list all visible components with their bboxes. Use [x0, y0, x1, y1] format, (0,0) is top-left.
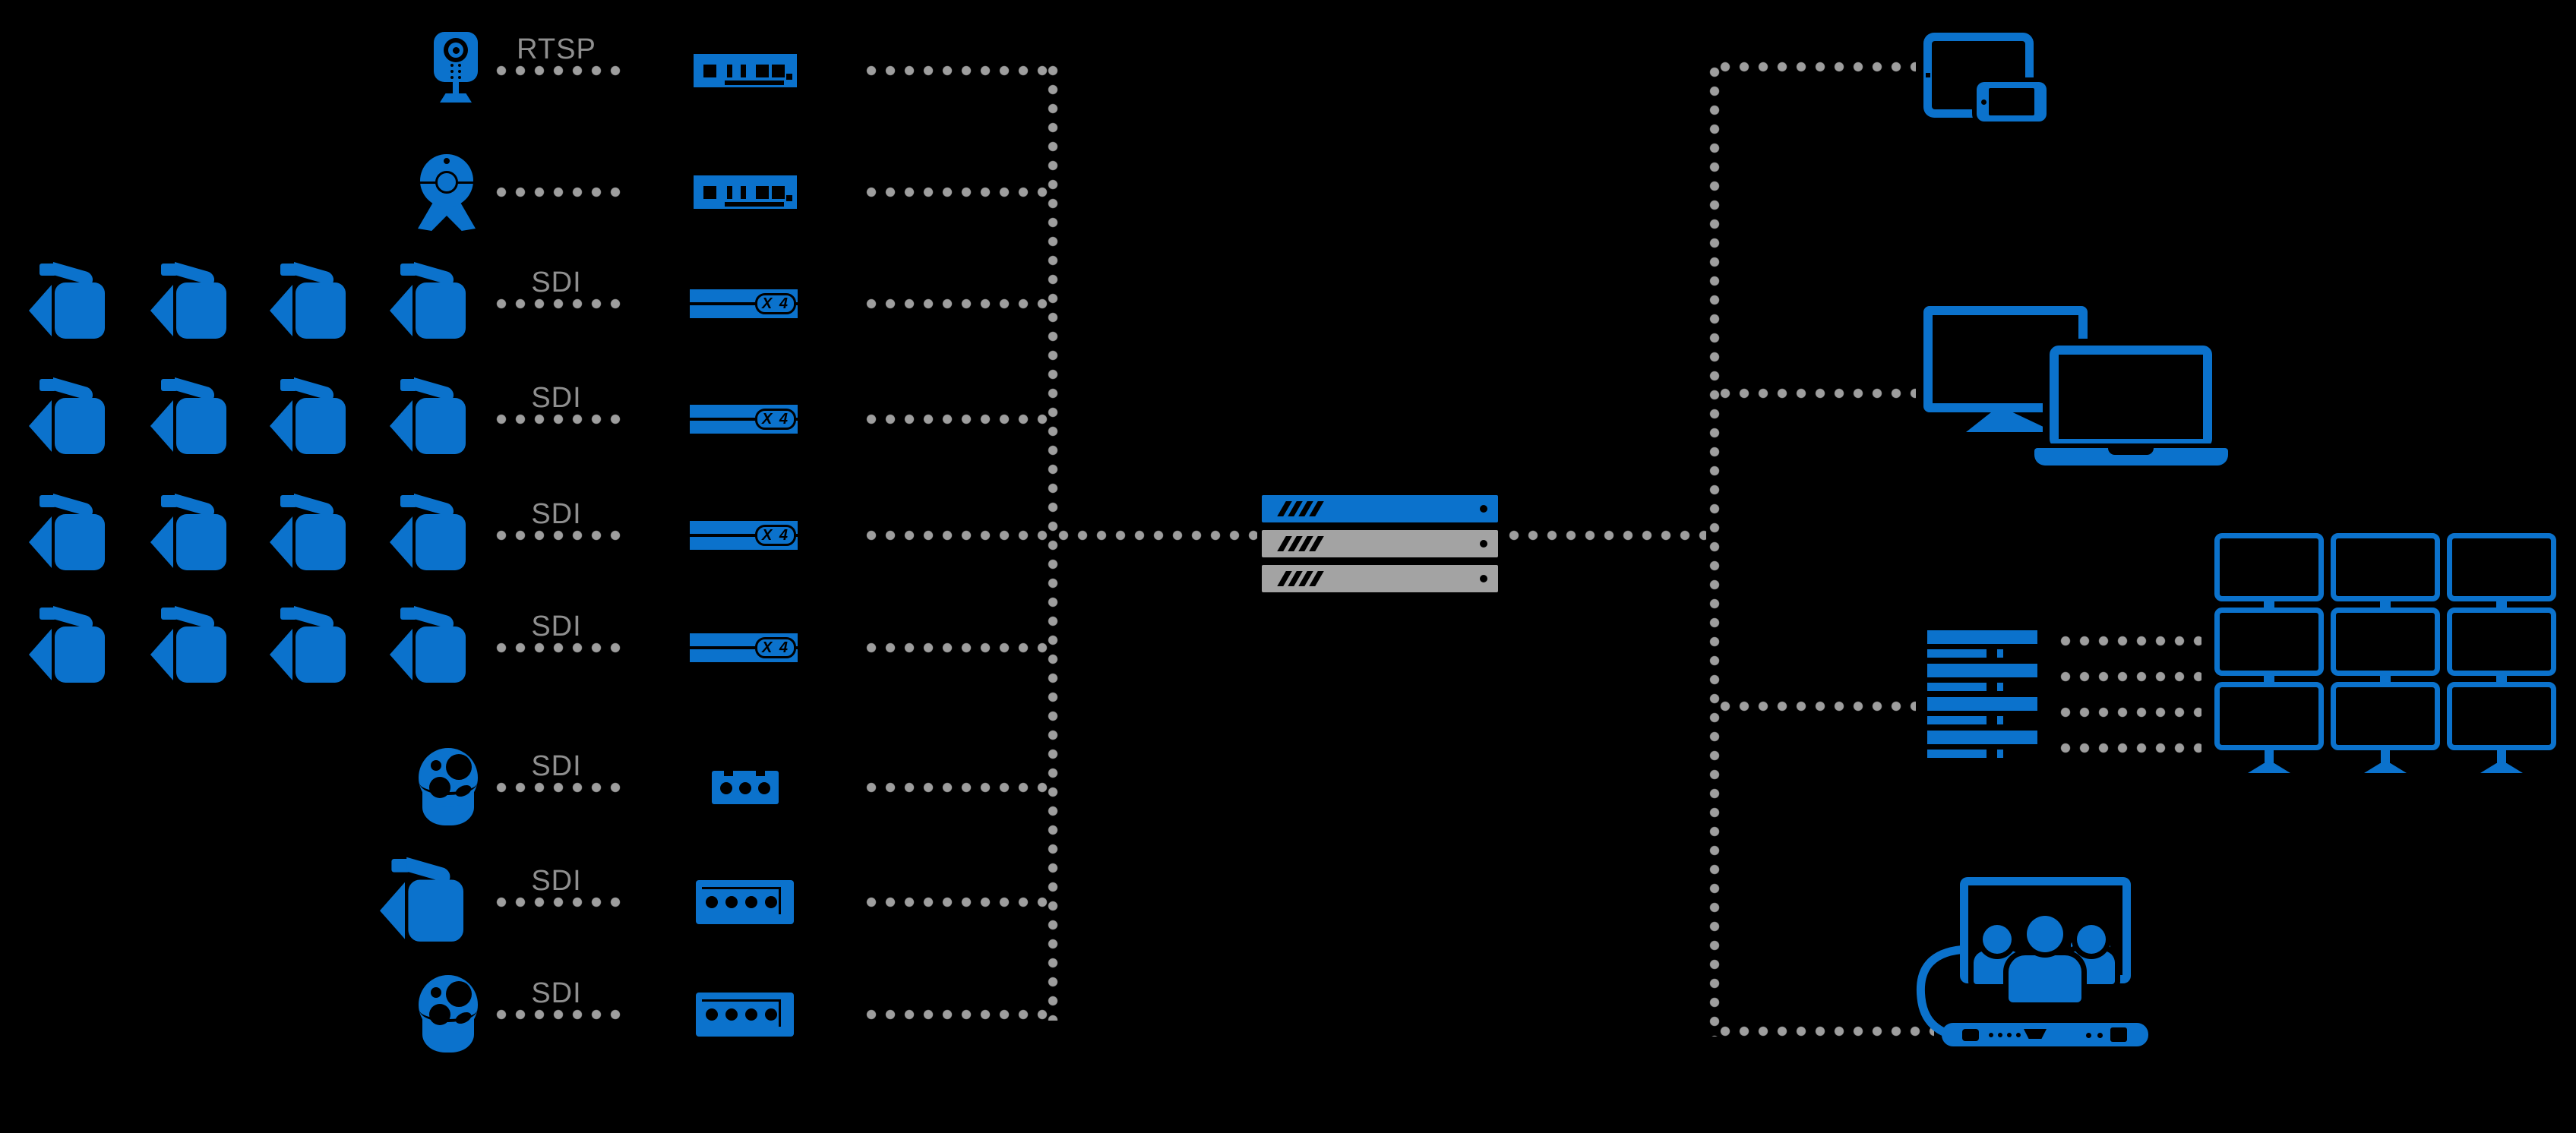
- protocol-label-sdi: SDI: [531, 865, 582, 897]
- branch-to-tablet-line: [1720, 62, 1916, 72]
- x4-badge: X 4: [755, 409, 796, 430]
- wall-screen: [2331, 533, 2440, 601]
- protocol-label-sdi: SDI: [531, 267, 582, 298]
- branch-to-decoder-line: [1720, 701, 1916, 712]
- branch-to-conference-line: [1720, 1026, 1934, 1037]
- left-bus-line: [1048, 65, 1058, 1021]
- wall-screen: [2214, 533, 2324, 601]
- dotted-connector: [496, 642, 621, 653]
- dotted-connector: [866, 1009, 1054, 1020]
- quad-encoder-icon: X 4: [690, 521, 798, 550]
- decoder-to-wall-line: [2060, 671, 2201, 682]
- video-camera-icon: [390, 262, 487, 341]
- monitor-stand: [1966, 412, 2050, 432]
- protocol-label-sdi: SDI: [531, 498, 582, 530]
- video-camera-icon: [270, 377, 367, 456]
- wall-screen: [2447, 608, 2556, 676]
- video-camera-icon: [29, 606, 126, 685]
- dotted-connector: [866, 187, 1054, 197]
- server-unit: [1262, 495, 1498, 522]
- dotted-connector: [866, 414, 1054, 424]
- video-camera-icon: [29, 377, 126, 456]
- video-camera-icon: [390, 606, 487, 685]
- dotted-connector: [866, 642, 1054, 653]
- video-camera-icon: [270, 606, 367, 685]
- dotted-connector: [866, 298, 1054, 309]
- ip-camera-icon: [434, 32, 478, 103]
- dotted-connector: [496, 897, 621, 907]
- video-camera-icon: [380, 857, 487, 944]
- decoder-to-wall-line: [2060, 743, 2201, 753]
- decoder-to-wall-line: [2060, 707, 2201, 718]
- video-camera-icon: [150, 377, 248, 456]
- wall-screen: [2331, 608, 2440, 676]
- protocol-label-sdi: SDI: [531, 750, 582, 782]
- protocol-label-sdi: SDI: [531, 382, 582, 414]
- laptop-base: [2034, 448, 2228, 466]
- dotted-connector: [496, 298, 621, 309]
- video-camera-icon: [29, 494, 126, 573]
- x4-badge: X 4: [755, 637, 796, 658]
- video-camera-icon: [390, 494, 487, 573]
- dotted-connector: [496, 1009, 621, 1020]
- wall-screen: [2331, 682, 2440, 750]
- wall-screen: [2214, 682, 2324, 750]
- wall-screen: [2447, 682, 2556, 750]
- video-camera-icon: [270, 494, 367, 573]
- wall-screen: [2214, 608, 2324, 676]
- portable-encoder-icon: [696, 993, 794, 1037]
- server-unit: [1262, 565, 1498, 592]
- server-to-bus-line: [1509, 530, 1706, 541]
- webcam-icon: [418, 154, 476, 231]
- video-camera-icon: [270, 262, 367, 341]
- right-bus-line: [1709, 67, 1720, 1037]
- dotted-connector: [496, 782, 621, 793]
- dotted-connector: [496, 414, 621, 424]
- wall-screen: [2447, 533, 2556, 601]
- conference-codec-icon: [1942, 1023, 2148, 1046]
- quad-encoder-icon: X 4: [690, 289, 798, 318]
- decoder-rack-icon: [1927, 630, 2037, 759]
- portable-encoder-icon: [696, 880, 794, 924]
- dotted-connector: [496, 530, 621, 541]
- dotted-connector: [866, 897, 1054, 907]
- streaming-encoder-icon: [694, 175, 797, 209]
- dotted-connector: [866, 65, 1054, 76]
- bus-to-server-line: [1058, 530, 1257, 541]
- phone-icon: [1977, 82, 2047, 122]
- dotted-connector: [496, 187, 621, 197]
- dotted-connector: [496, 65, 621, 76]
- protocol-label-rtsp: RTSP: [517, 33, 596, 65]
- protocol-label-sdi: SDI: [531, 611, 582, 642]
- branch-to-monitor-line: [1720, 388, 1916, 399]
- x4-badge: X 4: [755, 293, 796, 314]
- quad-encoder-icon: X 4: [690, 405, 798, 434]
- video-camera-icon: [390, 377, 487, 456]
- x4-badge: X 4: [755, 525, 796, 546]
- ptz-dome-camera-icon: [419, 748, 478, 825]
- ptz-dome-camera-icon: [419, 975, 478, 1053]
- video-camera-icon: [150, 494, 248, 573]
- video-camera-icon: [29, 262, 126, 341]
- streaming-encoder-icon: [694, 54, 797, 87]
- video-camera-icon: [150, 262, 248, 341]
- laptop-icon: [2050, 346, 2212, 448]
- dotted-connector: [866, 530, 1054, 541]
- compact-encoder-icon: [712, 771, 779, 804]
- protocol-label-sdi: SDI: [531, 977, 582, 1009]
- server-unit: [1262, 530, 1498, 557]
- decoder-to-wall-line: [2060, 636, 2201, 646]
- video-camera-icon: [150, 606, 248, 685]
- dotted-connector: [866, 782, 1054, 793]
- quad-encoder-icon: X 4: [690, 633, 798, 662]
